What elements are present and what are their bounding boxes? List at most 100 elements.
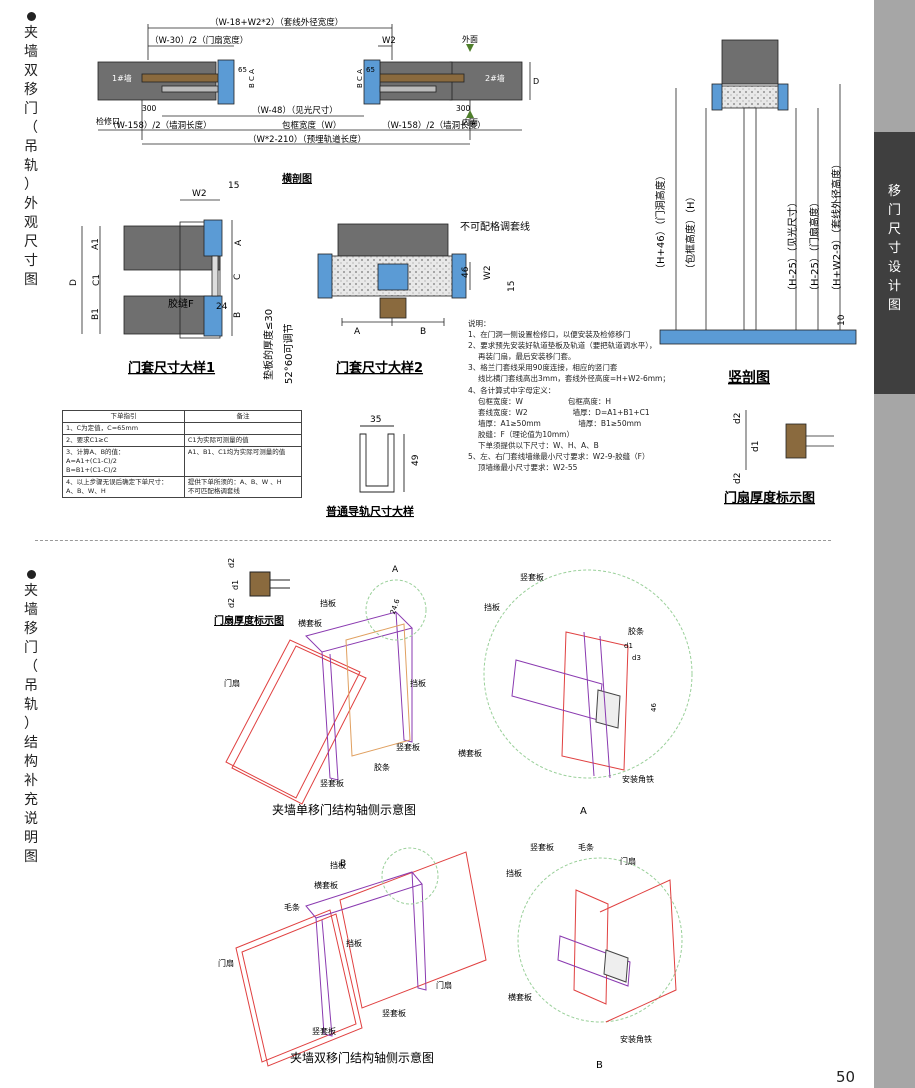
door-leaf-right <box>377 73 465 83</box>
table-cell: 2、要求C1≥C <box>62 434 185 447</box>
iso-d-stop-2: 挡板 <box>346 938 362 948</box>
vs-hw: （H+W2-9）（套线外径高度） <box>830 159 843 296</box>
iso-b-brush: 毛条 <box>578 842 594 852</box>
dim-door-width: （W-30）/2（门扇宽度） <box>150 35 248 46</box>
iso-double-title: 夹墙双移门结构轴侧示意图 <box>290 1050 434 1065</box>
section1-bullet <box>27 12 36 21</box>
dim-65-left: 65 <box>238 66 247 74</box>
iso-b-side-casing: 竖套板 <box>530 842 554 852</box>
label-wall-2: 2#墙 <box>485 73 505 83</box>
dim-w2: W2 <box>382 36 396 46</box>
d2-b: B <box>420 327 426 337</box>
note-line: 下单须提供以下尺寸：W、H、A、B <box>478 441 599 451</box>
d1-c: C <box>233 274 243 280</box>
d1-a1: A1 <box>91 238 101 250</box>
iso-a-label: A <box>392 565 399 575</box>
d1-b: B <box>233 312 243 318</box>
iso-top-casing: 横套板 <box>298 618 322 628</box>
section-label-horizontal: 横剖图 <box>282 172 312 185</box>
d1-d: D <box>69 279 79 286</box>
table-cell: C1为实际可测量的值 <box>183 434 303 447</box>
iso-single <box>225 571 427 805</box>
dim-track-length: （W*2-210）（预埋轨道长度） <box>248 134 366 145</box>
dim-hole-left: （W-158）/2（墙洞长度） <box>108 120 212 131</box>
iso-door-leaf: 门扇 <box>224 678 240 688</box>
d2-no-adjust: 不可配格调套线 <box>460 220 530 233</box>
iso-b-top-casing: 横套板 <box>508 992 532 1002</box>
d2-shim: 垫板的厚度≤30 <box>262 309 275 380</box>
vertical-section <box>659 39 857 345</box>
notes-block: 说明： 1、在门洞一侧设置检修口，以便安装及检修移门 2、要求预先安装好轨道垫板… <box>468 318 693 473</box>
th-d2a: d2 <box>733 413 743 424</box>
vs-title: 竖剖图 <box>728 369 770 386</box>
iso-d-side-casing-2: 竖套板 <box>312 1026 336 1036</box>
vs-h25b: （H-25）（门扇高度） <box>808 197 821 296</box>
iso-detail-b <box>517 857 683 1023</box>
vs-h46: （H+46）（门洞高度） <box>654 170 667 274</box>
d1-title: 门套尺寸大样1 <box>128 360 215 376</box>
table-cell: 4、以上步骤无误后确定下单尺寸： A、B、W、H <box>62 476 185 498</box>
table-cell <box>183 422 303 435</box>
dim-hole-right: （W-158）/2（墙洞长度） <box>382 120 486 131</box>
sidebar-tab-label: 移 门 尺 寸 设 计 图 <box>887 184 901 313</box>
iso-stop-2: 挡板 <box>410 678 426 688</box>
horizontal-section <box>97 24 531 145</box>
table-cell: A1、B1、C1均为实际可测量的值 <box>183 446 303 477</box>
rail-49: 49 <box>411 454 421 466</box>
door-leaf-left <box>141 73 229 83</box>
iso-a-d1: d1 <box>624 642 633 650</box>
iso-d1: d1 <box>231 580 240 590</box>
iso-d-top-casing: 横套板 <box>314 880 338 890</box>
exterior-arrow-icon <box>466 44 474 52</box>
label-exterior: 外面 <box>462 34 478 44</box>
note-line: 3、格兰门套线采用90度连接，相应的竖门套 <box>468 363 618 373</box>
iso-dim-a: 24.6 <box>389 598 402 616</box>
rail-detail <box>359 425 405 493</box>
d1-15: 15 <box>228 181 239 191</box>
vs-h: （包框高度）（H） <box>684 191 697 274</box>
note-line: 线比横门套线高出3mm，套线外径高度=H+W2-6mm； <box>478 374 670 384</box>
interior-arrow-icon <box>466 110 474 118</box>
d2-a: A <box>354 327 361 337</box>
iso-a-d3: d3 <box>632 654 641 662</box>
casing-right <box>363 59 381 105</box>
table-row: 4、以上步骤无误后确定下单尺寸： A、B、W、H 提供下单所须的：A、B、W 、… <box>62 476 303 498</box>
iso-detail-a <box>483 569 693 779</box>
table-header: 下单指引 <box>62 410 185 423</box>
iso-b-caption: B <box>596 1060 603 1071</box>
dim-visible: （W-48）（见光尺寸） <box>252 105 338 116</box>
iso-b-leaf: 门扇 <box>620 856 636 866</box>
note-line: 胶缝：F（理论值为10mm） <box>478 429 574 439</box>
iso-b-bracket: 安装角铁 <box>620 1034 652 1044</box>
table-row: 3、计算A、B的值： A=A1+(C1-C)/2 B=B1+(C1-C)/2 A… <box>62 446 303 477</box>
iso-b-stop: 挡板 <box>506 868 522 878</box>
note-line: 墙厚：A1≥50mm 墙厚：B1≥50mm <box>478 418 642 428</box>
iso-side-casing-1: 竖套板 <box>396 742 420 752</box>
iso-d2-bottom: d2 <box>227 598 236 608</box>
technical-drawing: （W-18+W2*2）（套线外径宽度） （W-30）/2（门扇宽度） W2 外面… <box>69 17 857 1071</box>
iso-d-brush: 毛条 <box>284 902 300 912</box>
label-wall-1: 1#墙 <box>112 73 132 83</box>
d1-24: 24 <box>216 302 228 312</box>
iso-side-casing-2: 竖套板 <box>320 778 344 788</box>
casing-left <box>217 59 235 105</box>
detail-2 <box>317 223 471 326</box>
note-line: 5、左、右门套线墙缘最小尺寸要求：W2-9-胶缝（F） <box>468 452 650 462</box>
note-line: 1、在门洞一侧设置检修口，以便安装及检修移门 <box>468 330 631 340</box>
label-interior: 内面 <box>462 117 478 127</box>
detail-1 <box>81 199 233 339</box>
d2-46: 46 <box>461 266 471 278</box>
table-cell: 1、C为定值，C=65mm <box>62 422 185 435</box>
sidebar-tab[interactable]: 移 门 尺 寸 设 计 图 <box>874 132 915 394</box>
iso-thickness-title: 门扇厚度标示图 <box>214 614 284 627</box>
th-title: 门扇厚度标示图 <box>724 490 815 506</box>
dim-300-left: 300 <box>142 104 157 113</box>
note-line: 2、要求预先安装好轨道垫板及轨道（要把轨道调水平）， <box>468 341 657 351</box>
d2-w2: W2 <box>483 265 493 280</box>
label-access-port: 检修口 <box>96 116 120 126</box>
iso-d-leaf-left: 门扇 <box>218 958 234 968</box>
section2-bullet <box>27 570 36 579</box>
table-row: 1、C为定值，C=65mm <box>62 422 303 435</box>
dim-bca-left: B C A <box>248 69 256 88</box>
rail-title: 普通导轨尺寸大样 <box>326 504 414 518</box>
